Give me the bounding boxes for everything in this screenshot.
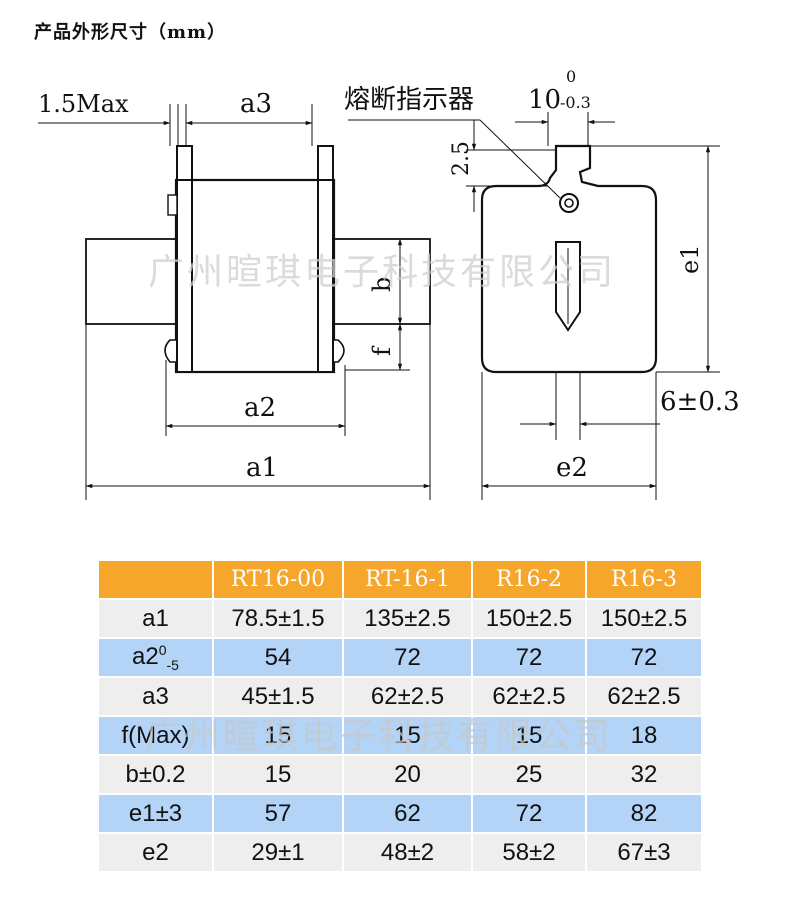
label-e2: e2 xyxy=(556,453,588,483)
table-cell: 150±2.5 xyxy=(587,600,701,637)
front-dimensions xyxy=(38,104,431,500)
label-6-tolerance: 6±0.3 xyxy=(660,387,740,417)
table-cell: 78.5±1.5 xyxy=(214,600,342,637)
table-row: b±0.2 15 20 25 32 xyxy=(99,756,701,793)
table-cell: 62±2.5 xyxy=(473,678,585,715)
label-10: 10 xyxy=(528,85,561,115)
watermark-table: 广州暄琪电子科技有限公司 xyxy=(145,716,614,757)
row-label: e2 xyxy=(99,834,212,871)
table-cell: 135±2.5 xyxy=(344,600,471,637)
label-1-5max: 1.5Max xyxy=(38,90,129,118)
table-cell: 72 xyxy=(473,639,585,676)
table-cell: 72 xyxy=(473,795,585,832)
label-2-5: 2.5 xyxy=(449,141,474,176)
header-cell-r16-2: R16-2 xyxy=(473,561,585,598)
table-row: e1±3 57 62 72 82 xyxy=(99,795,701,832)
table-cell: 62±2.5 xyxy=(344,678,471,715)
table-cell: 62±2.5 xyxy=(587,678,701,715)
side-dimensions xyxy=(348,112,720,500)
row-label: e1±3 xyxy=(99,795,212,832)
table-row: f(Max) 15 15 15 18 xyxy=(99,717,701,754)
table-cell: 58±2 xyxy=(473,834,585,871)
page-title: 产品外形尺寸（mm） xyxy=(34,22,227,43)
watermark-top: 广州暄琪电子科技有限公司 xyxy=(148,252,616,293)
header-cell-empty xyxy=(99,561,212,598)
table-cell: 62 xyxy=(344,795,471,832)
table-cell: 72 xyxy=(587,639,701,676)
row-label-a2: a20-5 xyxy=(99,639,212,676)
label-tol-top: 0 xyxy=(566,67,576,86)
fuse-dimension-drawing: 1.5Max a3 熔断指示器 10 0 -0.3 2.5 b f e1 a2 … xyxy=(38,67,740,500)
table-cell: 15 xyxy=(214,756,342,793)
label-a3: a3 xyxy=(240,89,272,119)
table-cell: 72 xyxy=(344,639,471,676)
label-indicator: 熔断指示器 xyxy=(344,85,474,115)
label-e1: e1 xyxy=(676,245,704,274)
row-label: a1 xyxy=(99,600,212,637)
label-f: f xyxy=(368,345,396,356)
table-cell: 29±1 xyxy=(214,834,342,871)
table-cell: 48±2 xyxy=(344,834,471,871)
table-cell: 57 xyxy=(214,795,342,832)
table-row: a3 45±1.5 62±2.5 62±2.5 62±2.5 xyxy=(99,678,701,715)
side-view xyxy=(480,144,658,374)
table-cell: 67±3 xyxy=(587,834,701,871)
a2-base: a2 xyxy=(132,643,159,671)
table-row: a1 78.5±1.5 135±2.5 150±2.5 150±2.5 xyxy=(99,600,701,637)
table-cell: 25 xyxy=(473,756,585,793)
header-cell-rt16-00: RT16-00 xyxy=(214,561,342,598)
a2-sub: -5 xyxy=(166,656,179,673)
table-cell: 15 xyxy=(473,717,585,754)
row-label: f(Max) xyxy=(99,717,212,754)
table-cell: 45±1.5 xyxy=(214,678,342,715)
label-b: b xyxy=(368,277,396,292)
table-row: e2 29±1 48±2 58±2 67±3 xyxy=(99,834,701,871)
table-cell: 15 xyxy=(344,717,471,754)
table-cell: 32 xyxy=(587,756,701,793)
label-tol-bottom: -0.3 xyxy=(560,93,591,112)
header-cell-r16-3: R16-3 xyxy=(587,561,701,598)
front-view xyxy=(85,145,431,374)
table-header-row: RT16-00 RT-16-1 R16-2 R16-3 xyxy=(99,561,701,598)
table-row: a20-5 54 72 72 72 xyxy=(99,639,701,676)
a2-sup: 0 xyxy=(158,642,167,659)
header-cell-rt16-1: RT-16-1 xyxy=(344,561,471,598)
table-cell: 54 xyxy=(214,639,342,676)
table-cell: 20 xyxy=(344,756,471,793)
label-a2: a2 xyxy=(244,393,276,423)
table-cell: 150±2.5 xyxy=(473,600,585,637)
table-cell: 15 xyxy=(214,717,342,754)
label-a1: a1 xyxy=(246,453,278,483)
row-label: b±0.2 xyxy=(99,756,212,793)
row-label: a3 xyxy=(99,678,212,715)
table-cell: 18 xyxy=(587,717,701,754)
table-cell: 82 xyxy=(587,795,701,832)
dimension-table: RT16-00 RT-16-1 R16-2 R16-3 a1 78.5±1.5 … xyxy=(97,559,703,873)
